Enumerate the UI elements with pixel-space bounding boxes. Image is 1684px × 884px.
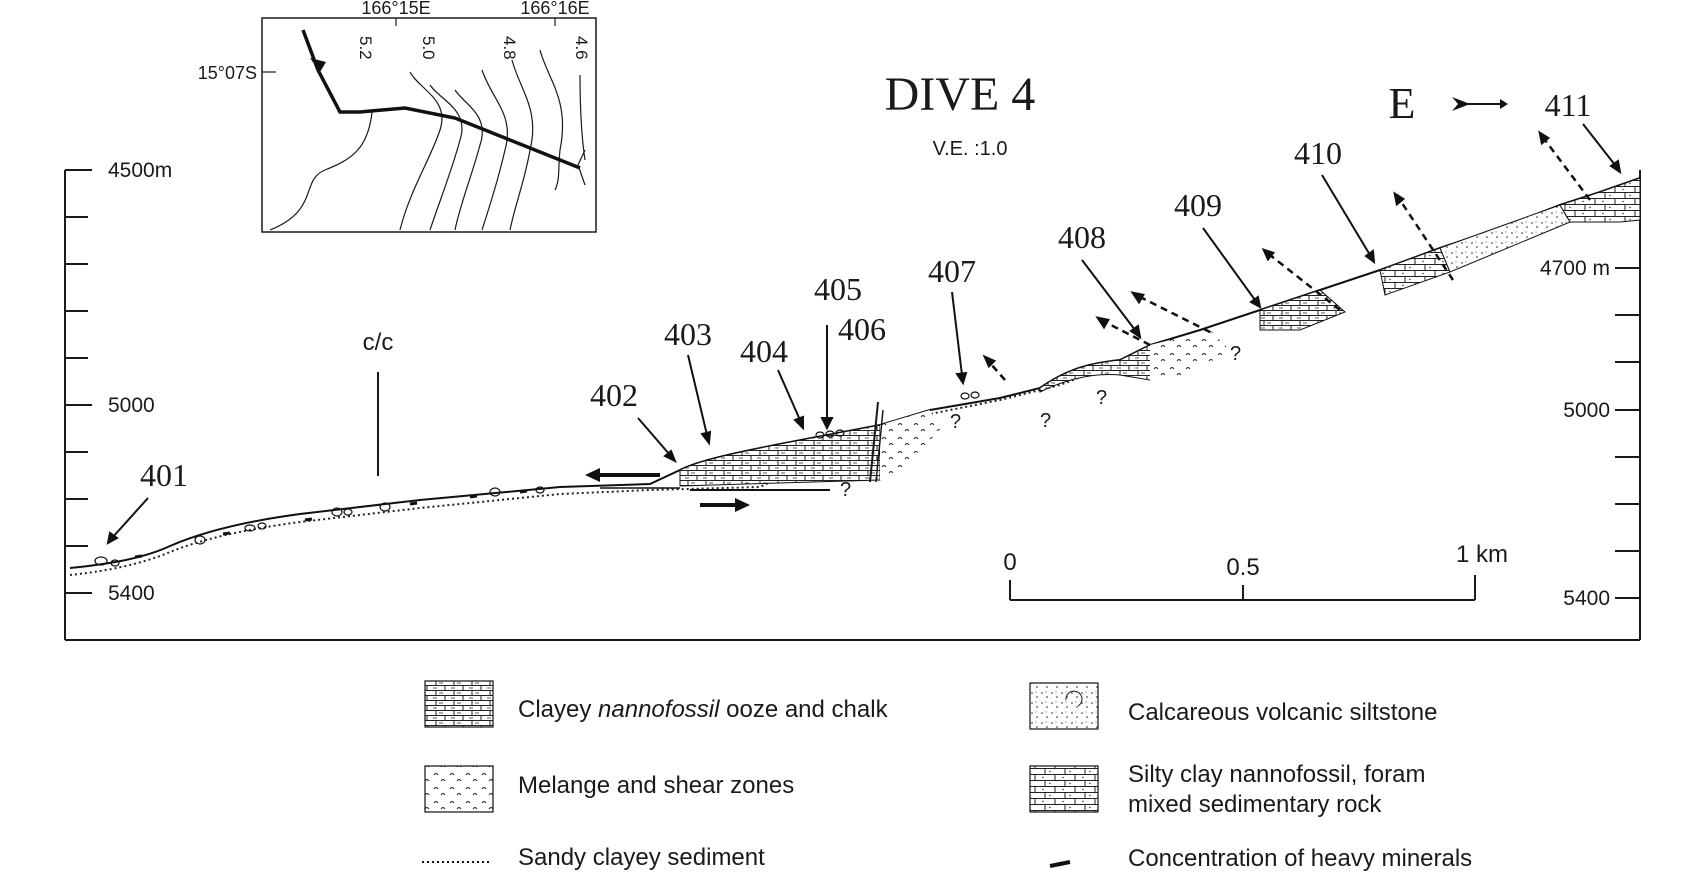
profile-frame <box>64 170 1641 641</box>
inset-contour <box>269 111 373 231</box>
legend-swatch-siltyclay <box>1029 765 1099 813</box>
inset-lat-label: 15°07S <box>198 63 257 83</box>
question-mark: ? <box>950 411 961 433</box>
seafloor-surface <box>69 177 1641 569</box>
legend-swatch-siltstone <box>1029 682 1099 730</box>
inset-contour-label-4: 4.6 <box>572 36 591 60</box>
right-axis-ticks <box>1615 267 1640 599</box>
right-axis-label-4700: 4700 m <box>1540 257 1610 280</box>
melange-zone-408 <box>1150 330 1230 380</box>
inset-contour <box>429 84 463 231</box>
inset-contour <box>399 71 443 231</box>
legend-swatch-melange <box>424 765 494 813</box>
legend-swatch-heavy <box>1049 860 1071 868</box>
question-mark: ? <box>1230 343 1241 365</box>
inset-contour <box>481 69 509 231</box>
siltyclay-body-411 <box>1559 177 1641 223</box>
station-label-402: 402 <box>590 377 638 413</box>
legend-label-siltstone: Calcareous volcanic siltstone <box>1128 699 1437 726</box>
station-label-409: 409 <box>1174 187 1222 223</box>
question-mark: ? <box>840 479 851 501</box>
ooze-chalk-body-409 <box>1259 289 1346 331</box>
heavy-mineral-marks <box>134 489 528 559</box>
question-mark: ? <box>1096 387 1107 409</box>
inset-map: 166°15E 166°16E 15°07S 5.2 5.0 4.8 4.6 <box>198 0 597 233</box>
dip-arrows <box>982 130 1591 381</box>
legend: Clayey nannofossil ooze and chalk Calcar… <box>422 680 1472 872</box>
pebbles <box>94 391 980 567</box>
seafloor-profile <box>69 177 1641 576</box>
station-label-405: 405 <box>814 271 862 307</box>
fault-line <box>869 401 879 483</box>
legend-item-siltyclay: Silty clay nannofossil, foram mixed sedi… <box>1029 761 1425 818</box>
left-axis-ticks <box>65 169 92 594</box>
question-mark: ? <box>1040 410 1051 432</box>
station-label-407: 407 <box>928 253 976 289</box>
melange-zone-406 <box>880 410 940 480</box>
station-label-406: 406 <box>838 311 886 347</box>
inset-contour <box>454 89 483 231</box>
station-label-410: 410 <box>1294 135 1342 171</box>
station-label-403: 403 <box>664 316 712 352</box>
inset-contour-label-1: 5.2 <box>356 36 375 60</box>
station-pointers <box>106 123 1622 545</box>
inset-contour <box>509 59 534 231</box>
dive-track <box>301 29 581 170</box>
thrust-right-arrow-icon <box>735 498 750 512</box>
left-axis-label-5400: 5400 <box>108 582 155 605</box>
legend-item-ooze: Clayey nannofossil ooze and chalk <box>424 680 889 728</box>
station-label-401: 401 <box>140 457 188 493</box>
direction-label: E <box>1389 79 1416 128</box>
scale-label-0-5: 0.5 <box>1226 554 1259 581</box>
inset-lon-label-2: 166°16E <box>520 0 589 18</box>
arrow-right-icon <box>1452 97 1508 111</box>
scale-bar: 0 0.5 1 km <box>1003 541 1508 601</box>
legend-item-sandy: Sandy clayey sediment <box>422 844 765 871</box>
cc-label: c/c <box>363 329 394 356</box>
fault-line <box>875 409 884 483</box>
page-title: DIVE 4 <box>885 68 1036 121</box>
thrust-indicator <box>585 468 830 512</box>
station-label-411: 411 <box>1545 87 1592 123</box>
left-axis-label-4500: 4500m <box>108 159 172 182</box>
direction-indicator: E <box>1389 79 1508 128</box>
legend-label-sandy: Sandy clayey sediment <box>518 844 765 871</box>
scale-label-1km: 1 km <box>1456 541 1508 568</box>
legend-label-siltyclay-line1: Silty clay nannofossil, foram <box>1128 761 1425 788</box>
inset-contour <box>579 74 586 161</box>
legend-label-heavy: Concentration of heavy minerals <box>1128 845 1472 872</box>
station-labels: 401 402 403 404 405 406 407 408 409 410 … <box>140 87 1591 493</box>
track-arrow-icon <box>310 58 326 72</box>
station-label-404: 404 <box>740 333 788 369</box>
legend-item-siltstone: Calcareous volcanic siltstone <box>1029 682 1437 730</box>
legend-item-melange: Melange and shear zones <box>424 765 794 813</box>
right-axis-label-5000: 5000 <box>1563 399 1610 422</box>
inset-lon-label-1: 166°15E <box>361 0 430 18</box>
left-axis-label-5000: 5000 <box>108 394 155 417</box>
inset-contour-label-3: 4.8 <box>500 36 519 60</box>
right-axis-label-5400: 5400 <box>1563 587 1610 610</box>
inset-contour-label-2: 5.0 <box>419 36 438 60</box>
vertical-exaggeration: V.E. :1.0 <box>933 138 1008 160</box>
legend-label-melange: Melange and shear zones <box>518 772 794 799</box>
scale-label-0: 0 <box>1003 549 1016 576</box>
question-marks: ? ? ? ? ? <box>840 343 1241 501</box>
station-label-408: 408 <box>1058 219 1106 255</box>
legend-item-heavy: Concentration of heavy minerals <box>1049 845 1472 872</box>
thrust-left-arrow-icon <box>585 468 600 482</box>
legend-label-siltyclay-line2: mixed sedimentary rock <box>1128 791 1382 818</box>
siltyclay-body-410 <box>1379 247 1451 296</box>
inset-contour <box>539 49 564 191</box>
legend-label-ooze: Clayey nannofossil ooze and chalk <box>518 696 889 723</box>
legend-swatch-ooze <box>424 680 494 728</box>
